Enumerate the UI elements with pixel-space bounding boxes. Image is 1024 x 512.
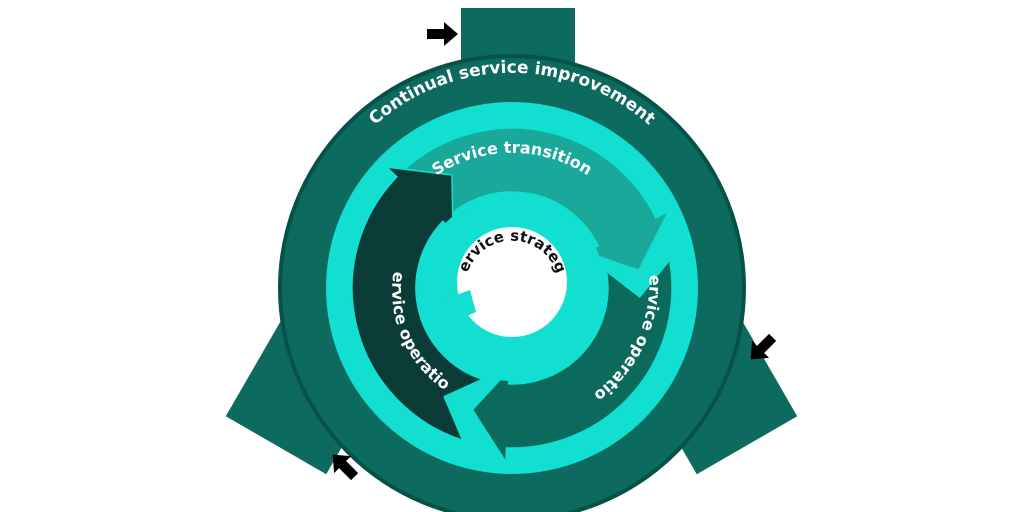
left-arrow (351, 166, 485, 442)
pointer-arrow-left-icon (332, 454, 359, 481)
pointer-arrow-top-icon (427, 22, 458, 46)
pointer-arrows (332, 22, 777, 481)
pointer-arrow-right-icon (750, 333, 777, 360)
cycle-arrows (351, 127, 673, 465)
right-arrow (471, 258, 673, 465)
top-arrow (403, 127, 671, 272)
inner-small-arrow (420, 290, 476, 333)
center-circle (457, 227, 567, 337)
